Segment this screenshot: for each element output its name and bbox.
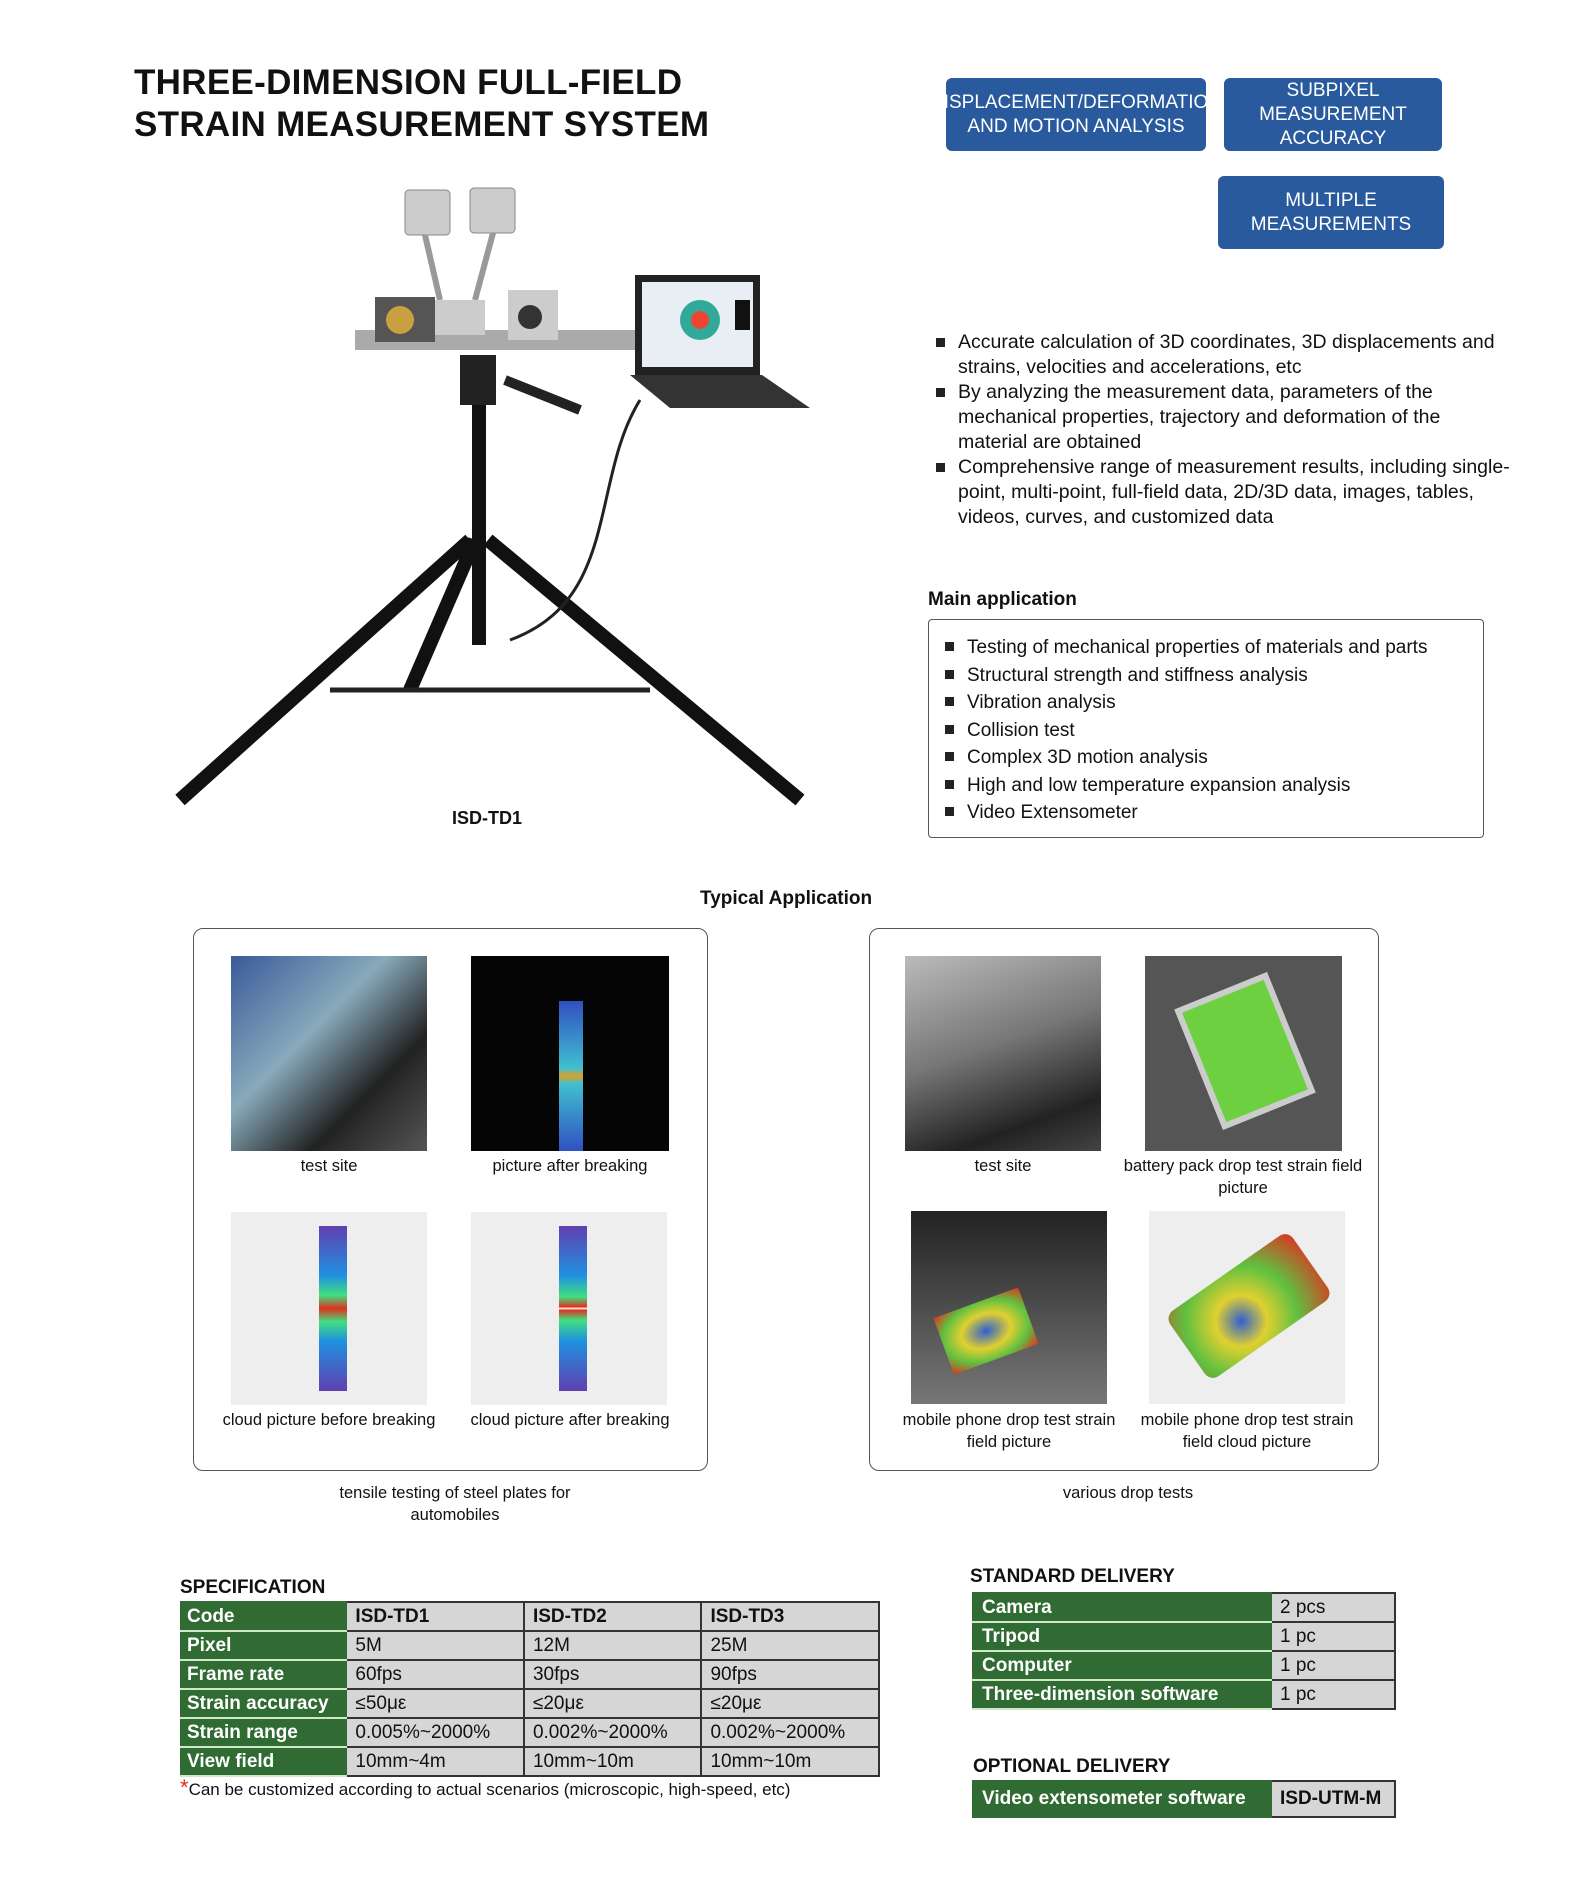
caption: battery pack drop test strain field pict… (1123, 1157, 1363, 1197)
caption: test site (300, 1157, 358, 1175)
test-site-image (905, 956, 1101, 1151)
main-application-list: Testing of mechanical properties of mate… (928, 619, 1484, 838)
feature-item: By analyzing the measurement data, param… (934, 380, 1514, 455)
application-item: Vibration analysis (943, 689, 1483, 717)
phone-cloud-image (1149, 1211, 1345, 1404)
optional-delivery-heading: OPTIONAL DELIVERY (973, 1756, 1171, 1777)
tensile-testing-panel: test site picture after breaking cloud p… (193, 928, 708, 1471)
panel-caption: various drop tests (1062, 1484, 1194, 1502)
caption: test site (974, 1157, 1032, 1175)
feature-list: Accurate calculation of 3D coordinates, … (934, 330, 1514, 530)
caption: picture after breaking (492, 1157, 648, 1175)
badge-multiple: MULTIPLE MEASUREMENTS (1218, 176, 1444, 249)
standard-delivery-heading: STANDARD DELIVERY (970, 1566, 1175, 1587)
cloud-before-image (231, 1212, 427, 1405)
main-application-heading: Main application (928, 589, 1077, 610)
product-label: ISD-TD1 (452, 808, 523, 828)
application-item: Collision test (943, 717, 1483, 745)
test-site-image (231, 956, 427, 1151)
battery-pack-image (1145, 956, 1342, 1151)
application-item: Testing of mechanical properties of mate… (943, 634, 1483, 662)
cloud-after-image (471, 1212, 667, 1405)
application-item: Structural strength and stiffness analys… (943, 662, 1483, 690)
picture-after-breaking-image (471, 956, 669, 1151)
feature-item: Accurate calculation of 3D coordinates, … (934, 330, 1514, 380)
caption: mobile phone drop test strain field pict… (902, 1411, 1116, 1451)
caption: cloud picture before breaking (222, 1411, 436, 1429)
application-item: High and low temperature expansion analy… (943, 772, 1483, 800)
phone-drop-image (911, 1211, 1107, 1404)
application-item: Video Extensometer (943, 799, 1483, 827)
table-row: Strain accuracy≤50με≤20με≤20με (179, 1688, 880, 1719)
spec-note: *Can be customized according to actual s… (180, 1775, 791, 1800)
product-image-tripod-system (175, 187, 810, 806)
caption: mobile phone drop test strain field clou… (1140, 1411, 1354, 1451)
feature-item: Comprehensive range of measurement resul… (934, 455, 1514, 530)
typical-application-heading: Typical Application (700, 888, 873, 909)
drop-tests-panel: test site battery pack drop test strain … (869, 928, 1379, 1471)
application-item: Complex 3D motion analysis (943, 744, 1483, 772)
specification-heading: SPECIFICATION (180, 1577, 326, 1598)
panel-caption: tensile testing of steel plates for auto… (339, 1484, 571, 1524)
caption: cloud picture after breaking (470, 1411, 670, 1429)
